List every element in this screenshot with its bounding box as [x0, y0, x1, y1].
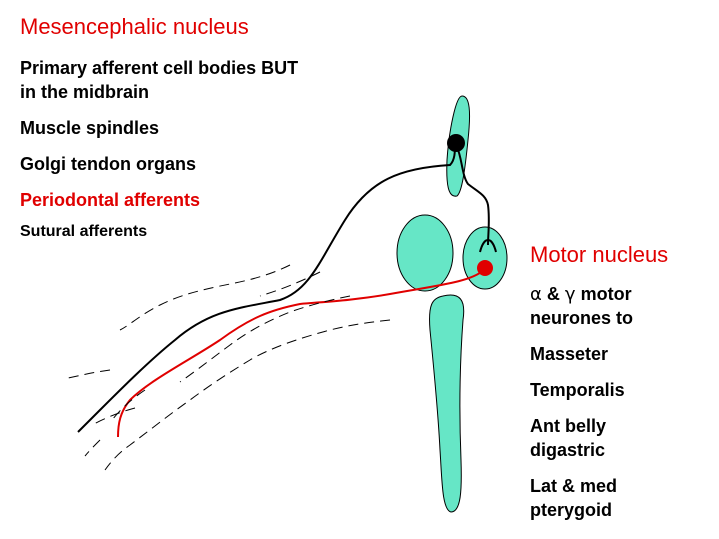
mesencephalic-cell-body	[447, 134, 465, 152]
target-temporalis: Temporalis	[530, 380, 625, 400]
motor-neurone-cell-body	[477, 260, 493, 276]
intro-line-2: in the midbrain	[20, 82, 150, 102]
ampersand: &	[546, 284, 560, 304]
alpha-symbol: α	[530, 284, 542, 305]
neurones-to-line: neurones to	[530, 308, 634, 328]
item-muscle-spindles: Muscle spindles	[20, 118, 160, 138]
terminal-fork	[479, 238, 497, 253]
item-golgi-tendon-organs: Golgi tendon organs	[20, 154, 196, 174]
target-masseter: Masseter	[530, 344, 609, 364]
target-lat-med: Lat & med	[530, 476, 618, 496]
collateral-fibre-black	[456, 146, 490, 246]
motor-word: motor	[580, 284, 632, 304]
mesencephalic-title: Mesencephalic nucleus	[20, 14, 249, 39]
spinal-nucleus-shape	[429, 294, 465, 513]
afferent-fibre-black	[77, 142, 456, 433]
efferent-fibre-red	[117, 269, 485, 438]
item-sutural-afferents: Sutural afferents	[20, 223, 148, 240]
motor-nucleus-shape	[462, 226, 508, 290]
intro-line-1: Primary afferent cell bodies BUT	[20, 58, 299, 78]
gamma-symbol: γ	[564, 284, 576, 305]
oval-nucleus-large	[396, 214, 454, 292]
jaw-dashed-outline	[67, 264, 391, 471]
motor-nucleus-title: Motor nucleus	[530, 242, 669, 267]
target-digastric: digastric	[530, 440, 606, 460]
item-periodontal-afferents: Periodontal afferents	[20, 190, 201, 210]
target-ant-belly: Ant belly	[530, 416, 607, 436]
target-pterygoid: pterygoid	[530, 500, 613, 520]
alpha-gamma-motor-line: α & γ motor	[530, 282, 632, 307]
